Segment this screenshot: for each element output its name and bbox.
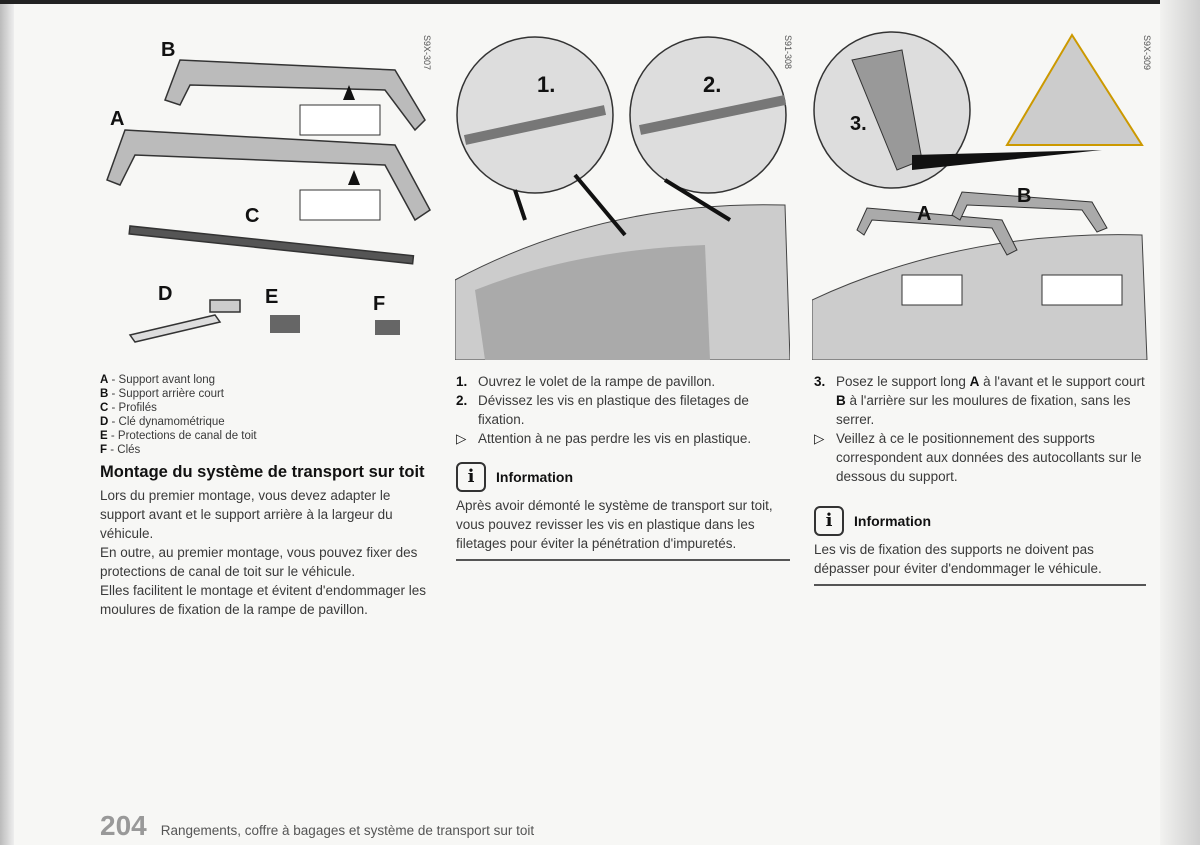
figure-label-a: A [917,203,931,225]
figure-label-a: A [110,108,124,130]
divider [456,559,790,561]
paragraph: Elles facilitent le montage et évitent d… [100,583,427,617]
figure-label-f: F [373,293,385,315]
step-1-label: 1. [537,72,555,97]
divider [814,584,1146,586]
right-column: 3. Posez le support long A à l'avant et … [814,372,1146,586]
roof-rail-cover-illustration: 1. 2. [455,36,790,360]
figure-code: S9X-307 [422,35,432,71]
page-number: 204 [100,810,147,841]
info-text: Les vis de fixation des supports ne doiv… [814,542,1102,576]
figure-code: S9X-309 [1142,35,1152,71]
legend-item: C - Profilés [100,402,157,414]
legend-item: B - Support arrière court [100,388,225,400]
info-text: Après avoir démonté le système de transp… [456,498,773,551]
note-item: ▷Veillez à ce le positionnement des supp… [814,431,1142,484]
info-icon: i [456,462,486,492]
parts-legend: A - Support avant long B - Support arriè… [100,373,435,457]
paragraph: Lors du premier montage, vous devez adap… [100,488,393,541]
chapter-title: Rangements, coffre à bagages et système … [160,823,535,838]
step-2-label: 2. [703,72,721,97]
step-item: 1.Ouvrez le volet de la rampe de pavillo… [456,374,716,389]
figure-label-e: E [265,286,278,308]
info-header: i Information [456,462,790,492]
top-border [0,0,1200,4]
legend-item: A - Support avant long [100,374,216,386]
figure-label-c: C [245,205,259,227]
step-item: 3. Posez le support long A à l'avant et … [814,374,1145,427]
page-footer: 204 Rangements, coffre à bagages et syst… [100,810,534,842]
step-3-label: 3. [850,113,867,135]
figure-label-b: B [1017,185,1031,207]
legend-item: F - Clés [100,444,141,456]
info-header: i Information [814,506,1146,536]
paragraph: En outre, au premier montage, vous pouve… [100,545,418,579]
left-column: A - Support avant long B - Support arriè… [100,373,435,619]
figure-code: S91-308 [783,35,793,70]
roof-rack-placement-illustration: 3. A B [812,31,1148,360]
legend-item: D - Clé dynamométrique [100,416,225,428]
info-title: Information [854,512,931,529]
page-edge-shadow [0,0,14,845]
figure-label-b: B [161,39,175,61]
section-title: Montage du système de transport sur toit [100,463,425,481]
figure-label-d: D [158,283,172,305]
roof-rack-parts-illustration: B A C D E F [106,39,431,343]
info-title: Information [496,468,573,485]
middle-column: 1.Ouvrez le volet de la rampe de pavillo… [456,372,790,561]
info-icon: i [814,506,844,536]
legend-item: E - Protections de canal de toit [100,430,257,442]
note-item: ▷Attention à ne pas perdre les vis en pl… [456,431,752,446]
step-item: 2.Dévissez les vis en plastique des file… [456,393,749,427]
page-edge-shadow-right [1160,0,1200,845]
